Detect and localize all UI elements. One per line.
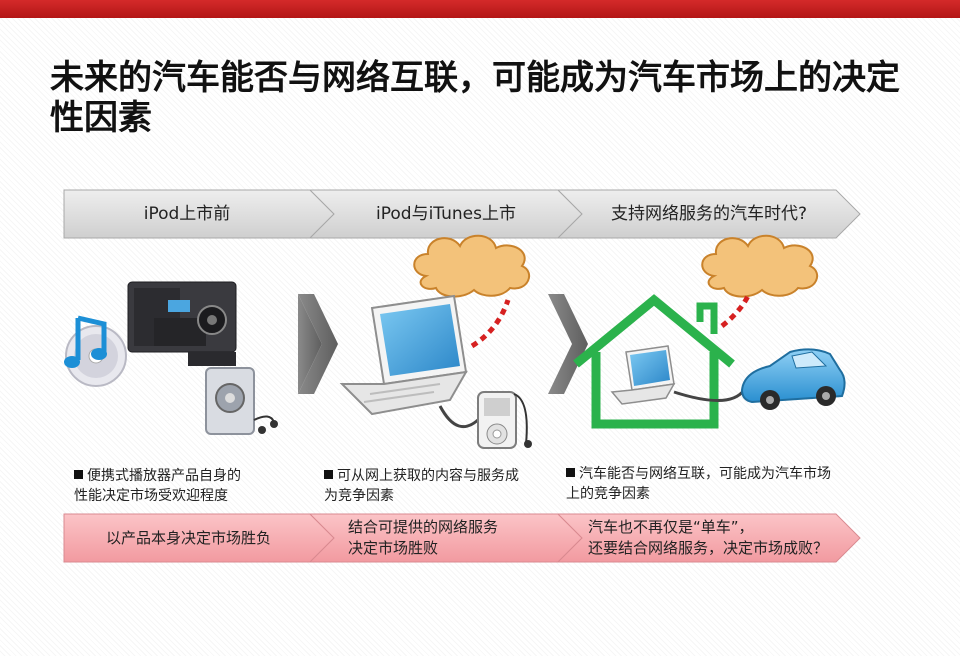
verdict-chevron-3 [556,513,861,563]
cassette-player-icon [205,367,278,435]
ipod-icon [477,391,532,449]
network-link-2 [470,299,511,349]
desc-3-line-1: 汽车能否与网络互联，可能成为汽车市场 [579,466,831,482]
music-cd-icon [64,315,127,387]
page-title: 未来的汽车能否与网络互联，可能成为汽车市场上的决定性因素 [50,58,900,138]
bullet-icon [74,470,83,479]
transition-arrow-1 [298,294,322,394]
stage-description-1: 便携式播放器产品自身的 性能决定市场受欢迎程度 [74,466,304,506]
verdict-1: 以产品本身决定市场胜负 [106,528,306,549]
stage-label-3: 支持网络服务的汽车时代? [610,204,808,224]
transition-arrow-1-body [298,294,338,394]
stage-description-2: 可从网上获取的内容与服务成 为竞争因素 [324,466,554,506]
laptop-icon-2 [610,345,676,405]
laptop-icon [339,294,468,416]
cable-2 [438,405,482,429]
transition-arrow-2 [548,294,588,394]
car-icon [740,348,846,410]
cloud-icon-2 [701,234,819,298]
verdict-2: 结合可提供的网络服务 决定市场胜败 [348,517,548,559]
verdict-2-line-1: 结合可提供的网络服务 [348,518,499,536]
verdict-chevrons [63,513,861,563]
desc-1-line-2: 性能决定市场受欢迎程度 [74,488,228,504]
bullet-icon [324,470,333,479]
stage-chevron-3 [556,189,861,239]
verdict-1-line-1: 以产品本身决定市场胜负 [106,529,272,547]
desc-2-line-2: 为竞争因素 [324,488,394,504]
stereo-system-icon [127,281,237,366]
stage-chevrons-top [63,189,861,239]
bullet-icon [566,468,575,477]
desc-2-line-1: 可从网上获取的内容与服务成 [337,468,519,484]
network-link-3 [720,294,751,328]
top-accent-bar [0,0,960,18]
stage-label-1: iPod上市前 [143,204,231,224]
stage-description-3: 汽车能否与网络互联，可能成为汽车市场 上的竞争因素 [566,464,866,504]
verdict-3-line-1: 汽车也不再仅是“单车”， [588,518,754,536]
house-icon [573,294,735,429]
verdict-3-line-2: 还要结合网络服务，决定市场成败？ [588,539,829,557]
stage-label-2: iPod与iTunes上市 [376,204,516,224]
desc-1-line-1: 便携式播放器产品自身的 [87,468,241,484]
cloud-icon [413,234,531,298]
verdict-2-line-2: 决定市场胜败 [348,539,439,557]
verdict-3: 汽车也不再仅是“单车”， 还要结合网络服务，决定市场成败？ [588,517,848,559]
desc-3-line-2: 上的竞争因素 [566,486,650,502]
